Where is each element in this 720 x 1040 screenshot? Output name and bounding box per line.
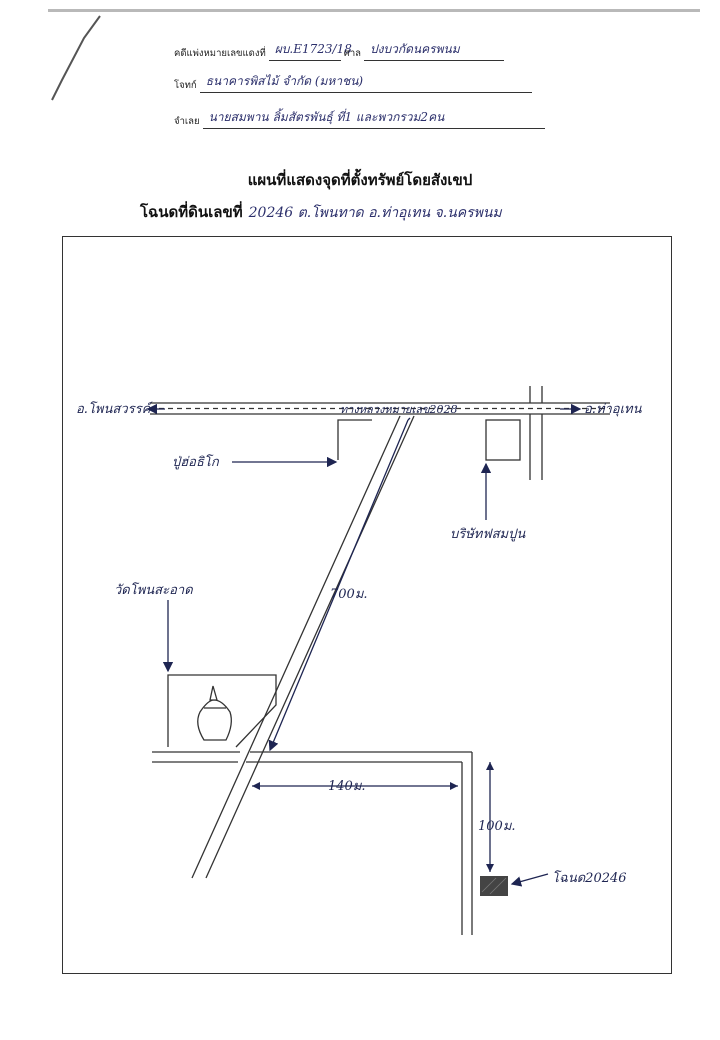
left-town-label: อ.โพนสวรรค์ xyxy=(76,401,153,417)
dist-700-arrow-start xyxy=(407,417,411,421)
defendant-label: จำเลย xyxy=(174,116,200,127)
dist-140-arrowhead-right xyxy=(450,782,458,790)
diagonal-road-left-edge xyxy=(191,415,401,879)
dist-140-arrowhead-left xyxy=(252,782,260,790)
case-number-label: คดีแพ่งหมายเลขแดงที่ xyxy=(174,48,266,59)
dist-100-label: 100ม. xyxy=(478,819,516,834)
court-value: ปงบวกัดนครพนม xyxy=(364,40,505,61)
case-number-row: คดีแพ่งหมายเลขแดงที่ ผบ.E1723/18 ศาล ปงบ… xyxy=(174,40,505,62)
temple-compound xyxy=(167,674,277,748)
shop-building xyxy=(337,419,372,460)
court-label: ศาล xyxy=(343,48,361,59)
dist-100-arrowhead-top xyxy=(486,762,494,770)
dist-700-arrow xyxy=(268,419,409,752)
dist-140-label: 140ม. xyxy=(328,779,366,794)
plot-20246-marker xyxy=(480,876,508,896)
deed-label: โฉนดที่ดินเลขที่ xyxy=(140,203,243,221)
defendant-value: นายสมพาน ลิ้มสัตรพันธุ์ ที่1 และพวกรวม2ค… xyxy=(202,108,545,129)
store-building xyxy=(485,419,521,461)
defendant-row: จำเลย นายสมพาน ลิ้มสัตรพันธุ์ ที่1 และพว… xyxy=(174,108,545,130)
temple-label: วัดโพนสะอาด xyxy=(114,582,193,598)
highway-label: ทางหลวงหมายเลข2028 xyxy=(340,403,457,416)
map-title: แผนที่แสดงจุดที่ตั้งทรัพย์โดยสังเขป xyxy=(247,171,473,189)
dist-700-label: 700ม. xyxy=(330,587,368,602)
deed-line: โฉนดที่ดินเลขที่ 20246 ต.โพนทาด อ.ท่าอุเท… xyxy=(140,200,502,224)
top-rule xyxy=(48,9,700,12)
map-frame xyxy=(62,236,672,974)
temple-icon xyxy=(197,685,232,741)
dist-100-arrowhead-bottom xyxy=(486,864,494,872)
plaintiff-row: โจทก์ ธนาคารพิสไม้ จำกัด (มหาชน) xyxy=(174,72,532,94)
plaintiff-label: โจทก์ xyxy=(174,80,197,91)
diagonal-road-right-edge xyxy=(205,415,415,879)
plot-arrow xyxy=(510,873,549,887)
plaintiff-value: ธนาคารพิสไม้ จำกัด (มหาชน) xyxy=(199,72,532,93)
right-town-label: อ.ท่าอุเทน xyxy=(584,402,643,417)
pen-stroke-mark xyxy=(51,15,101,101)
shop-label: ปู่ฮ่อธิโก xyxy=(172,454,220,470)
plot-label: โฉนด20246 xyxy=(552,870,627,886)
case-number-value: ผบ.E1723/18 xyxy=(268,40,352,61)
deed-value: 20246 ต.โพนทาด อ.ท่าอุเทน จ.นครพนม xyxy=(248,205,502,221)
store-label: บริษัทฟสมปูน xyxy=(450,527,526,542)
plot-hatch xyxy=(481,877,507,895)
